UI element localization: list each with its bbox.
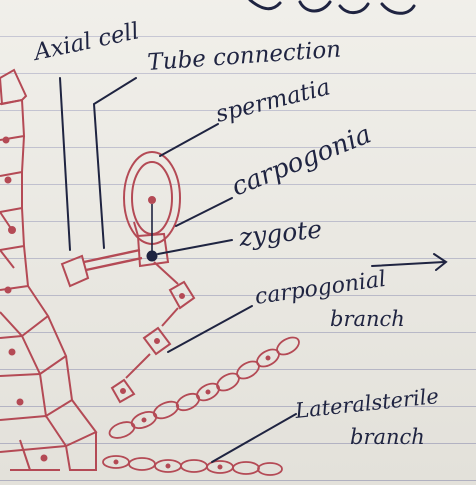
label-carpogonial: carpogonial [253, 267, 387, 310]
heading-fragment [250, 0, 414, 13]
tube-connection-pointer [94, 78, 136, 248]
carpogonial-branch-pointer [168, 306, 252, 352]
label-carpogonial-branch: branch [330, 307, 405, 331]
label-zygote: zygote [237, 214, 324, 252]
label-spermatia: spermatia [213, 74, 333, 128]
label-carpogonia: carpogonia [227, 119, 375, 202]
carpogonial-branch [112, 262, 194, 402]
lateral-sterile-branch [103, 334, 302, 475]
label-tube-connection: Tube connection [147, 37, 342, 76]
zygote-pointer [158, 240, 232, 254]
label-axial-cell: Axial cell [30, 18, 142, 66]
main-axis [0, 70, 96, 470]
carpogonium [124, 152, 180, 266]
spermatia-pointer [160, 124, 218, 156]
axial-cell-group [62, 250, 142, 286]
axial-cell-pointer [60, 78, 70, 250]
label-lateral-sterile-branch: branch [350, 425, 425, 449]
lateral-sterile-pointer [212, 414, 296, 462]
label-lateral-sterile: Lateralsterile [293, 384, 440, 423]
carpogonia-pointer [176, 198, 232, 226]
